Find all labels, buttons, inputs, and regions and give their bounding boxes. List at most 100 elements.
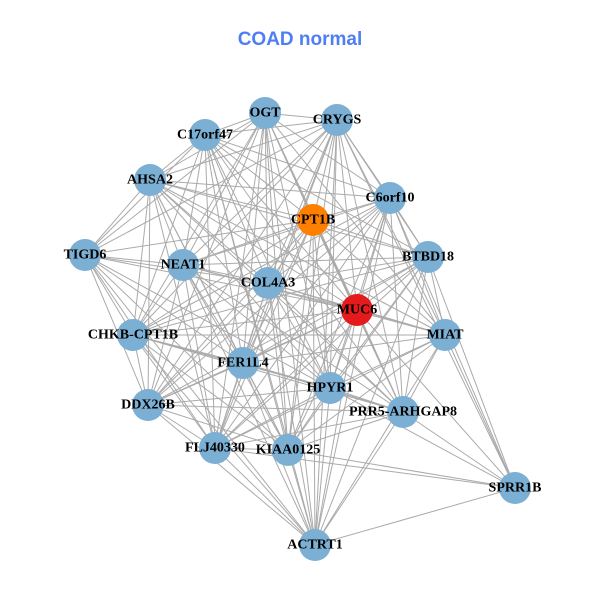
edge-C6orf10-PRR5-ARHGAP8	[389, 197, 404, 413]
node-label: CHKB-CPT1B	[88, 328, 178, 343]
edge-FER1L4-DDX26B	[147, 362, 244, 406]
figure-title: COAD normal	[237, 29, 363, 50]
edge-C17orf47-FER1L4	[204, 134, 244, 364]
edge-AHSA2-MIAT	[149, 179, 446, 336]
edge-CPT1B-DDX26B	[147, 219, 314, 406]
edge-CRYGS-DDX26B	[147, 119, 338, 406]
edge-BTBD18-SPRR1B	[427, 256, 516, 489]
node-sprr1b: SPRR1B	[489, 472, 541, 504]
edge-C17orf47-COL4A3	[204, 134, 269, 284]
edge-BTBD18-CHKB-CPT1B	[132, 256, 429, 336]
node-ahsa2: AHSA2	[127, 164, 173, 196]
edge-CHKB-CPT1B-KIAA0125	[132, 334, 289, 451]
edge-PRR5-ARHGAP8-SPRR1B	[402, 411, 516, 489]
edge-C17orf47-NEAT1	[182, 134, 206, 266]
edge-TIGD6-MUC6	[84, 254, 358, 311]
edge-HPYR1-SPRR1B	[329, 387, 516, 489]
edge-HPYR1-DDX26B	[147, 387, 331, 406]
edge-PRR5-ARHGAP8-FLJ40330	[214, 411, 404, 449]
edge-CRYGS-FER1L4	[242, 119, 338, 364]
edge-CPT1B-NEAT1	[182, 219, 314, 266]
edge-TIGD6-KIAA0125	[84, 254, 289, 451]
edge-NEAT1-MIAT	[182, 264, 446, 336]
edge-TIGD6-HPYR1	[84, 254, 331, 389]
node-ddx26b: DDX26B	[121, 389, 175, 421]
edge-COL4A3-ACTRT1	[267, 282, 316, 546]
edge-CRYGS-MUC6	[336, 119, 358, 311]
edge-C6orf10-KIAA0125	[287, 197, 391, 451]
node-circle	[374, 182, 406, 214]
node-circle	[227, 347, 259, 379]
node-circle	[314, 372, 346, 404]
edge-MUC6-ACTRT1	[314, 309, 358, 546]
edge-MUC6-PRR5-ARHGAP8	[356, 309, 404, 413]
node-label: KIAA0125	[256, 443, 321, 458]
node-label: ACTRT1	[287, 538, 343, 553]
node-circle	[117, 319, 149, 351]
node-flj40330: FLJ40330	[185, 432, 245, 464]
edge-COL4A3-DDX26B	[147, 282, 269, 406]
edge-CPT1B-ACTRT1	[312, 219, 316, 546]
node-label: OGT	[249, 106, 281, 121]
edge-CPT1B-FLJ40330	[214, 219, 314, 449]
edge-COL4A3-PRR5-ARHGAP8	[267, 282, 404, 413]
node-circle	[299, 529, 331, 561]
edge-OGT-DDX26B	[147, 112, 266, 406]
node-circle	[341, 294, 373, 326]
edge-TIGD6-FLJ40330	[84, 254, 216, 449]
edge-COL4A3-CHKB-CPT1B	[132, 282, 269, 336]
node-circle	[199, 432, 231, 464]
edge-KIAA0125-ACTRT1	[287, 449, 316, 546]
edge-KIAA0125-SPRR1B	[287, 449, 516, 489]
edge-CHKB-CPT1B-FLJ40330	[132, 334, 216, 449]
edge-C6orf10-COL4A3	[267, 197, 391, 284]
edge-OGT-TIGD6	[84, 112, 266, 256]
node-label: FLJ40330	[185, 441, 245, 456]
edge-AHSA2-FLJ40330	[149, 179, 216, 449]
edge-AHSA2-DDX26B	[147, 179, 151, 406]
edge-BTBD18-COL4A3	[267, 256, 429, 284]
edge-MIAT-ACTRT1	[314, 334, 446, 546]
edge-CRYGS-MIAT	[336, 119, 446, 336]
node-label: BTBD18	[402, 250, 454, 265]
edge-BTBD18-FER1L4	[242, 256, 429, 364]
edge-CPT1B-CHKB-CPT1B	[132, 219, 314, 336]
edge-BTBD18-KIAA0125	[287, 256, 429, 451]
node-btbd18: BTBD18	[402, 241, 454, 273]
node-actrt1: ACTRT1	[287, 529, 343, 561]
edge-NEAT1-ACTRT1	[182, 264, 316, 546]
edge-DDX26B-KIAA0125	[147, 404, 289, 451]
node-ogt: OGT	[249, 97, 281, 129]
edge-C17orf47-PRR5-ARHGAP8	[204, 134, 404, 413]
edge-FLJ40330-ACTRT1	[214, 447, 316, 546]
edge-HPYR1-FLJ40330	[214, 387, 331, 449]
edge-DDX26B-PRR5-ARHGAP8	[147, 404, 404, 413]
node-hpyr1: HPYR1	[307, 372, 354, 404]
edge-C17orf47-CHKB-CPT1B	[132, 134, 206, 336]
node-miat: MIAT	[426, 319, 464, 351]
edge-C17orf47-CPT1B	[204, 134, 314, 221]
node-label: CRYGS	[313, 113, 362, 128]
edge-FLJ40330-SPRR1B	[214, 447, 516, 489]
edge-C17orf47-HPYR1	[204, 134, 331, 389]
edge-AHSA2-HPYR1	[149, 179, 331, 389]
edge-PRR5-ARHGAP8-ACTRT1	[314, 411, 404, 546]
node-circle	[167, 249, 199, 281]
edge-OGT-ACTRT1	[264, 112, 316, 546]
edge-BTBD18-ACTRT1	[314, 256, 429, 546]
node-prr5-arhgap8: PRR5-ARHGAP8	[349, 396, 457, 428]
node-label: HPYR1	[307, 381, 354, 396]
edge-CHKB-CPT1B-PRR5-ARHGAP8	[132, 334, 404, 413]
node-circle	[134, 164, 166, 196]
edge-MUC6-CHKB-CPT1B	[132, 309, 358, 336]
node-label: TIGD6	[64, 248, 107, 263]
edge-AHSA2-BTBD18	[149, 179, 429, 258]
node-label: FER1L4	[217, 356, 268, 371]
edge-TIGD6-FER1L4	[84, 254, 244, 364]
edge-COL4A3-KIAA0125	[267, 282, 289, 451]
edge-NEAT1-BTBD18	[182, 256, 429, 266]
edge-NEAT1-PRR5-ARHGAP8	[182, 264, 404, 413]
